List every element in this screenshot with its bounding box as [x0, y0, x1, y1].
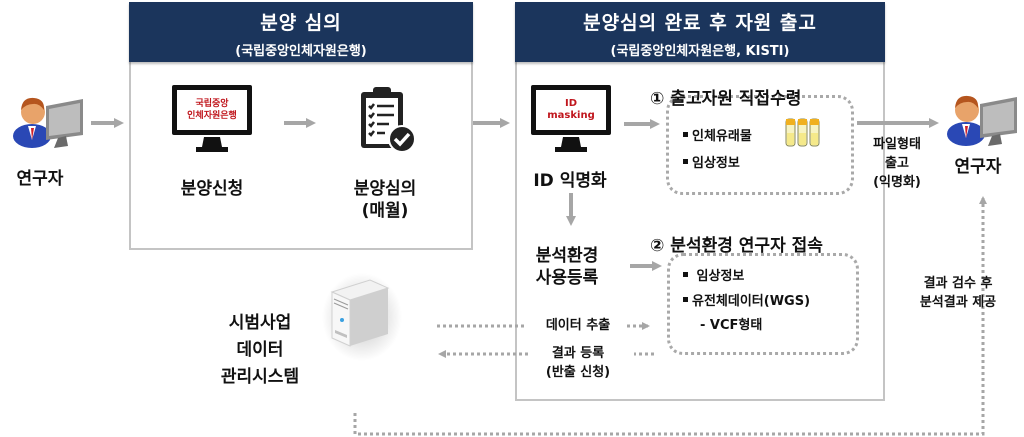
masking-label: ID 익명화 — [533, 171, 607, 191]
server-label-2: 데이터 — [236, 340, 284, 360]
option2-item-0: 임상정보 — [683, 265, 744, 284]
monitor-icon-masking — [531, 85, 611, 152]
review-label-1: 분양심의 — [353, 179, 417, 199]
review-label-2: (매월) — [361, 201, 409, 221]
clipboard-check-icon — [361, 87, 416, 153]
data-extract-label: 데이터 추출 — [545, 318, 611, 333]
review-panel-title: 분양 심의 — [260, 12, 342, 34]
masking-screen-text-1: ID — [564, 98, 578, 109]
apply-screen-text-2: 인체자원은행 — [187, 111, 237, 121]
option2-box — [667, 253, 859, 355]
option1-title: ① 출고자원 직접수령 — [650, 89, 802, 109]
researcher-icon-right — [947, 95, 1017, 146]
register-label-1: 분석환경 — [535, 246, 599, 266]
server-icon — [322, 273, 402, 361]
bullet-icon — [683, 159, 688, 164]
file-release-label-1: 파일형태 — [873, 137, 921, 152]
researcher-icon — [13, 97, 83, 148]
feedback-label-1: 결과 검수 후 — [923, 276, 993, 291]
option2-title: ② 분석환경 연구자 접속 — [650, 236, 823, 256]
masking-screen-text-2: masking — [547, 110, 595, 121]
option1-item-0: 인체유래물 — [683, 125, 752, 144]
bullet-icon — [683, 132, 688, 137]
monitor-icon-apply — [172, 85, 252, 152]
option1-box — [666, 95, 854, 195]
sample-tubes-icon — [785, 118, 820, 147]
result-register-label-1: 결과 등록 — [551, 346, 605, 361]
bullet-icon — [683, 297, 688, 302]
feedback-label-2: 분석결과 제공 — [919, 295, 997, 310]
review-panel-subtitle: (국립중앙인체자원은행) — [235, 44, 367, 59]
result-register-label-2: (반출 신청) — [545, 365, 611, 380]
file-release-label-3: (익명화) — [873, 175, 921, 190]
server-label-3: 관리시스템 — [220, 367, 300, 387]
server-label-1: 시범사업 — [228, 313, 292, 333]
review-panel-header: 분양 심의 (국립중앙인체자원은행) — [129, 2, 473, 62]
option1-item-1: 임상정보 — [683, 152, 740, 171]
release-panel-subtitle: (국립중앙인체자원은행, KISTI) — [610, 44, 790, 59]
file-release-label-2: 출고 — [885, 156, 909, 171]
release-panel-header: 분양심의 완료 후 자원 출고 (국립중앙인체자원은행, KISTI) — [515, 2, 885, 62]
left-actor-label: 연구자 — [16, 169, 64, 189]
release-panel: 분양심의 완료 후 자원 출고 (국립중앙인체자원은행, KISTI) — [515, 2, 885, 401]
apply-label: 분양신청 — [180, 179, 244, 199]
register-label-2: 사용등록 — [535, 268, 599, 288]
bullet-icon — [683, 272, 688, 277]
apply-screen-text-1: 국립중앙 — [195, 99, 229, 109]
release-panel-title: 분양심의 완료 후 자원 출고 — [583, 12, 817, 34]
option2-subitem: - VCF형태 — [700, 318, 763, 333]
option2-item-1: 유전체데이터(WGS) — [683, 290, 810, 309]
right-actor-label: 연구자 — [954, 157, 1002, 177]
